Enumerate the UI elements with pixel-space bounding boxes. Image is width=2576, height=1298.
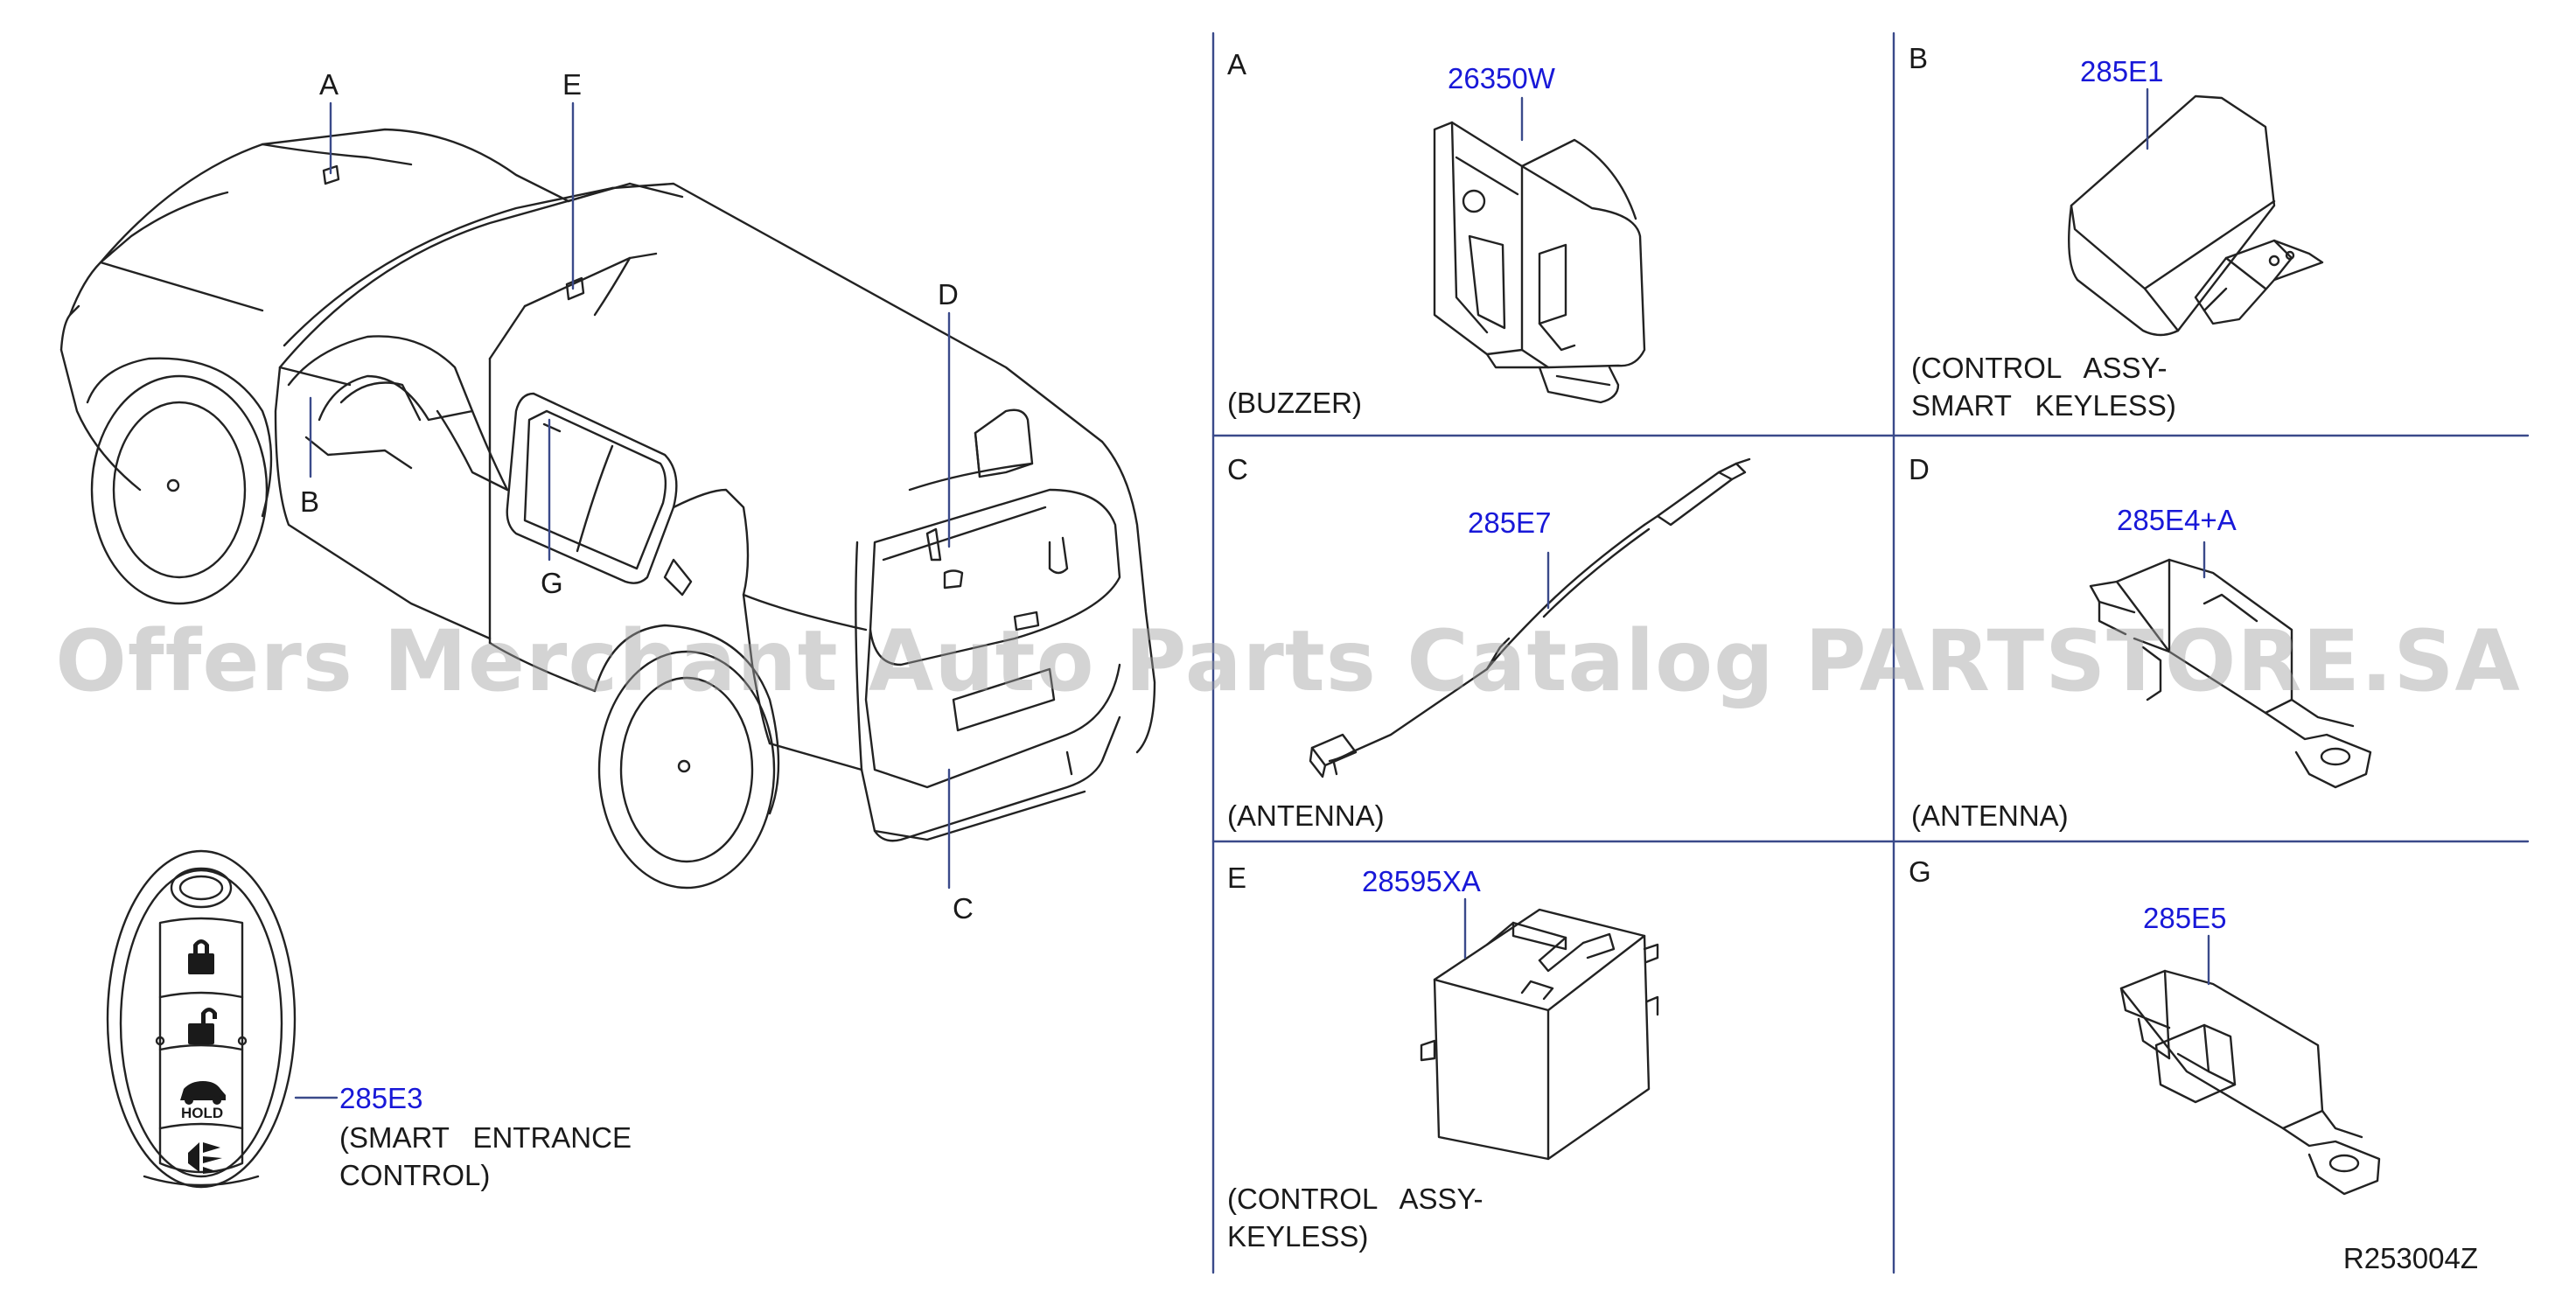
panel-e-letter: E [1227,862,1247,894]
vehicle-callout-g: G [541,567,563,599]
panel-b-letter: B [1909,42,1929,74]
panel-b-description: (CONTROL ASSY- SMART KEYLESS) [1911,352,2176,422]
panel-b-part-number[interactable]: 285E1 [2080,55,2164,87]
keyfob-drawing [106,849,297,1189]
panel-c-description: (ANTENNA) [1227,799,1385,832]
lock-icon [188,939,214,974]
vehicle-callout-b: B [300,485,320,518]
diagram-reference-code: R253004Z [2342,1242,2478,1274]
part-g-antenna-drawing [2119,969,2381,1196]
panel-c-letter: C [1227,453,1248,485]
part-e-control-drawing [1420,908,1659,1161]
panel-e-description: (CONTROL ASSY- KEYLESS) [1227,1183,1483,1253]
part-d-antenna-drawing [2089,558,2372,789]
panel-d-part-number[interactable]: 285E4+A [2117,504,2237,536]
panel-d-letter: D [1909,453,1930,485]
panic-alarm-icon [188,1142,222,1174]
panel-g-part-number[interactable]: 285E5 [2143,902,2227,934]
watermark: Offers Merchant Auto Parts Catalog PARTS… [55,612,2521,710]
vehicle-callout-c: C [953,892,974,925]
panel-d-description: (ANTENNA) [1911,799,2069,832]
panel-a-description: (BUZZER) [1227,387,1362,419]
part-a-buzzer-drawing [1433,121,1646,404]
panel-a-part-number[interactable]: 26350W [1448,62,1555,94]
vehicle-leader-lines [309,101,951,890]
unlock-icon [188,1008,217,1044]
panel-c-part-number[interactable]: 285E7 [1468,506,1552,539]
panel-e-part-number[interactable]: 28595XA [1362,865,1481,897]
keyfob-description: (SMART ENTRANCE CONTROL) [339,1121,632,1191]
panel-grid [1211,31,2530,1274]
part-c-antenna-drawing [1309,457,1751,778]
car-trunk-icon [180,1081,226,1105]
vehicle-callout-a: A [319,68,339,101]
part-b-control-drawing [2068,94,2324,337]
keyfob-part-number[interactable]: 285E3 [339,1082,423,1114]
vehicle-drawing [59,128,1156,890]
panel-a-letter: A [1227,48,1247,80]
vehicle-callout-d: D [938,278,959,311]
panel-g-letter: G [1909,855,1931,888]
vehicle-callout-e: E [562,68,583,101]
keyfob-hold-label: HOLD [181,1105,224,1121]
